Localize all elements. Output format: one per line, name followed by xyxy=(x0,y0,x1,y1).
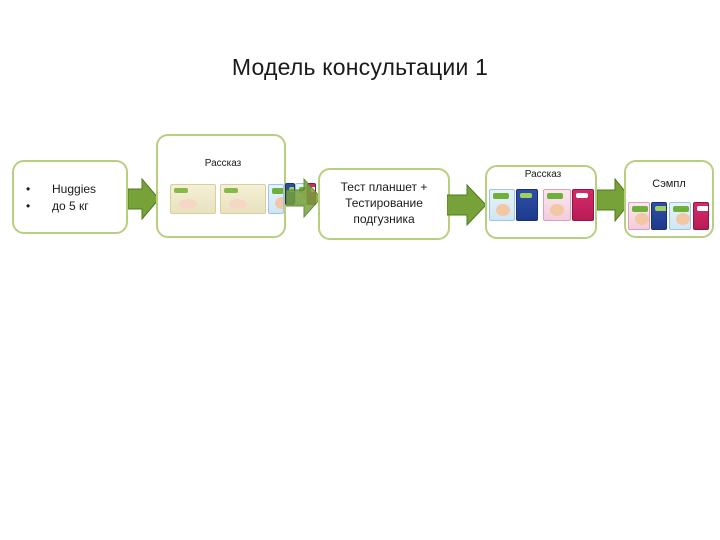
diaper-pack-image xyxy=(669,202,691,230)
step-box-sample: Сэмпл xyxy=(624,160,714,238)
bullet-text-brand: Huggies xyxy=(52,182,97,196)
test-text-line3: подгузника xyxy=(353,212,415,226)
bullet-marker: • xyxy=(26,182,31,196)
flow-arrow-icon xyxy=(286,177,322,219)
diaper-pack-image xyxy=(489,189,515,221)
flow-arrow-icon xyxy=(447,183,487,227)
step-box-story-2: Рассказ xyxy=(485,165,597,239)
step-box-test: Тест планшет + Тестирование подгузника xyxy=(318,168,450,240)
slide-title: Модель консультации 1 xyxy=(231,54,489,80)
diaper-pack-image xyxy=(572,189,594,221)
diaper-pack-image xyxy=(693,202,709,230)
diaper-pack-image xyxy=(268,184,284,214)
diaper-pack-image xyxy=(220,184,266,214)
step-label-story: Рассказ xyxy=(204,158,242,169)
step-label-story-2: Рассказ xyxy=(524,169,562,180)
flow-arrow-icon xyxy=(128,177,160,221)
diaper-pack-image xyxy=(543,189,571,221)
flow-arrow-icon xyxy=(597,177,633,223)
diaper-pack-image xyxy=(516,189,538,221)
test-text-line2: Тестирование xyxy=(345,196,423,210)
test-text-line1: Тест планшет + xyxy=(340,180,428,194)
step-label-sample: Сэмпл xyxy=(652,178,686,190)
bullet-marker: • xyxy=(26,199,31,213)
step-box-product: • • Huggies до 5 кг xyxy=(12,160,128,234)
bullet-text-weight: до 5 кг xyxy=(52,199,89,213)
diaper-pack-image xyxy=(651,202,667,230)
diaper-pack-image xyxy=(628,202,650,230)
diaper-pack-image xyxy=(170,184,216,214)
step-box-story: Рассказ xyxy=(156,134,286,238)
